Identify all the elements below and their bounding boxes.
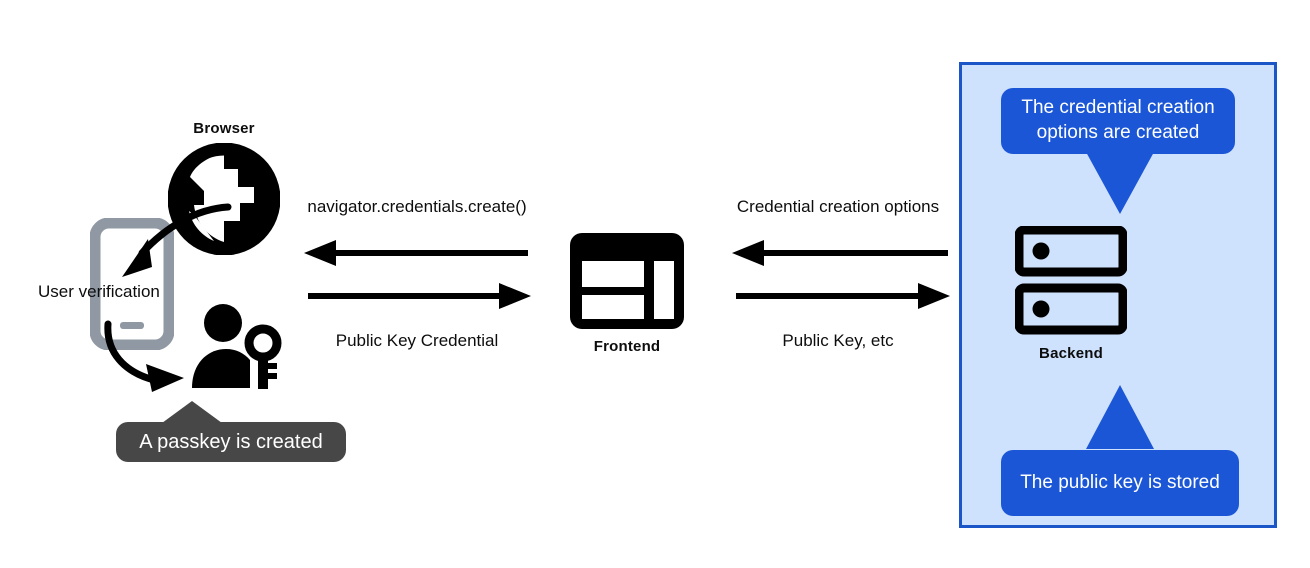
message-navigator-credentials-create: navigator.credentials.create(): [307, 197, 527, 216]
message-public-key-etc: Public Key, etc: [782, 331, 894, 350]
callout-tail-public-key-stored: [1086, 385, 1154, 449]
user-with-key-icon: [192, 304, 282, 389]
arrow-browser-to-frontend: [308, 283, 531, 309]
callout-tail-credential-options: [1086, 152, 1154, 214]
message-credential-creation-options: Credential creation options: [736, 197, 940, 216]
window-layout-icon: [570, 233, 684, 329]
user-verification-label: User verification: [38, 282, 160, 301]
callout-credential-options: The credential creation options are crea…: [1001, 88, 1235, 154]
arrow-frontend-to-browser: [304, 240, 528, 266]
callout-passkey-created: A passkey is created: [116, 422, 346, 462]
message-public-key-credential: Public Key Credential: [335, 331, 499, 350]
smartphone-icon: [90, 218, 174, 350]
callout-tail-passkey-created: [162, 401, 222, 423]
globe-icon: [168, 143, 280, 255]
arrow-frontend-to-backend: [736, 283, 950, 309]
callout-public-key-stored: The public key is stored: [1001, 450, 1239, 516]
arrow-device-to-user-icon: [104, 320, 184, 392]
browser-label: Browser: [193, 120, 255, 137]
server-rack-icon: [1015, 226, 1127, 335]
backend-label: Backend: [1039, 345, 1103, 362]
arrow-backend-to-frontend: [732, 240, 948, 266]
frontend-label: Frontend: [593, 338, 661, 355]
arrow-browser-to-device-icon: [122, 203, 232, 277]
